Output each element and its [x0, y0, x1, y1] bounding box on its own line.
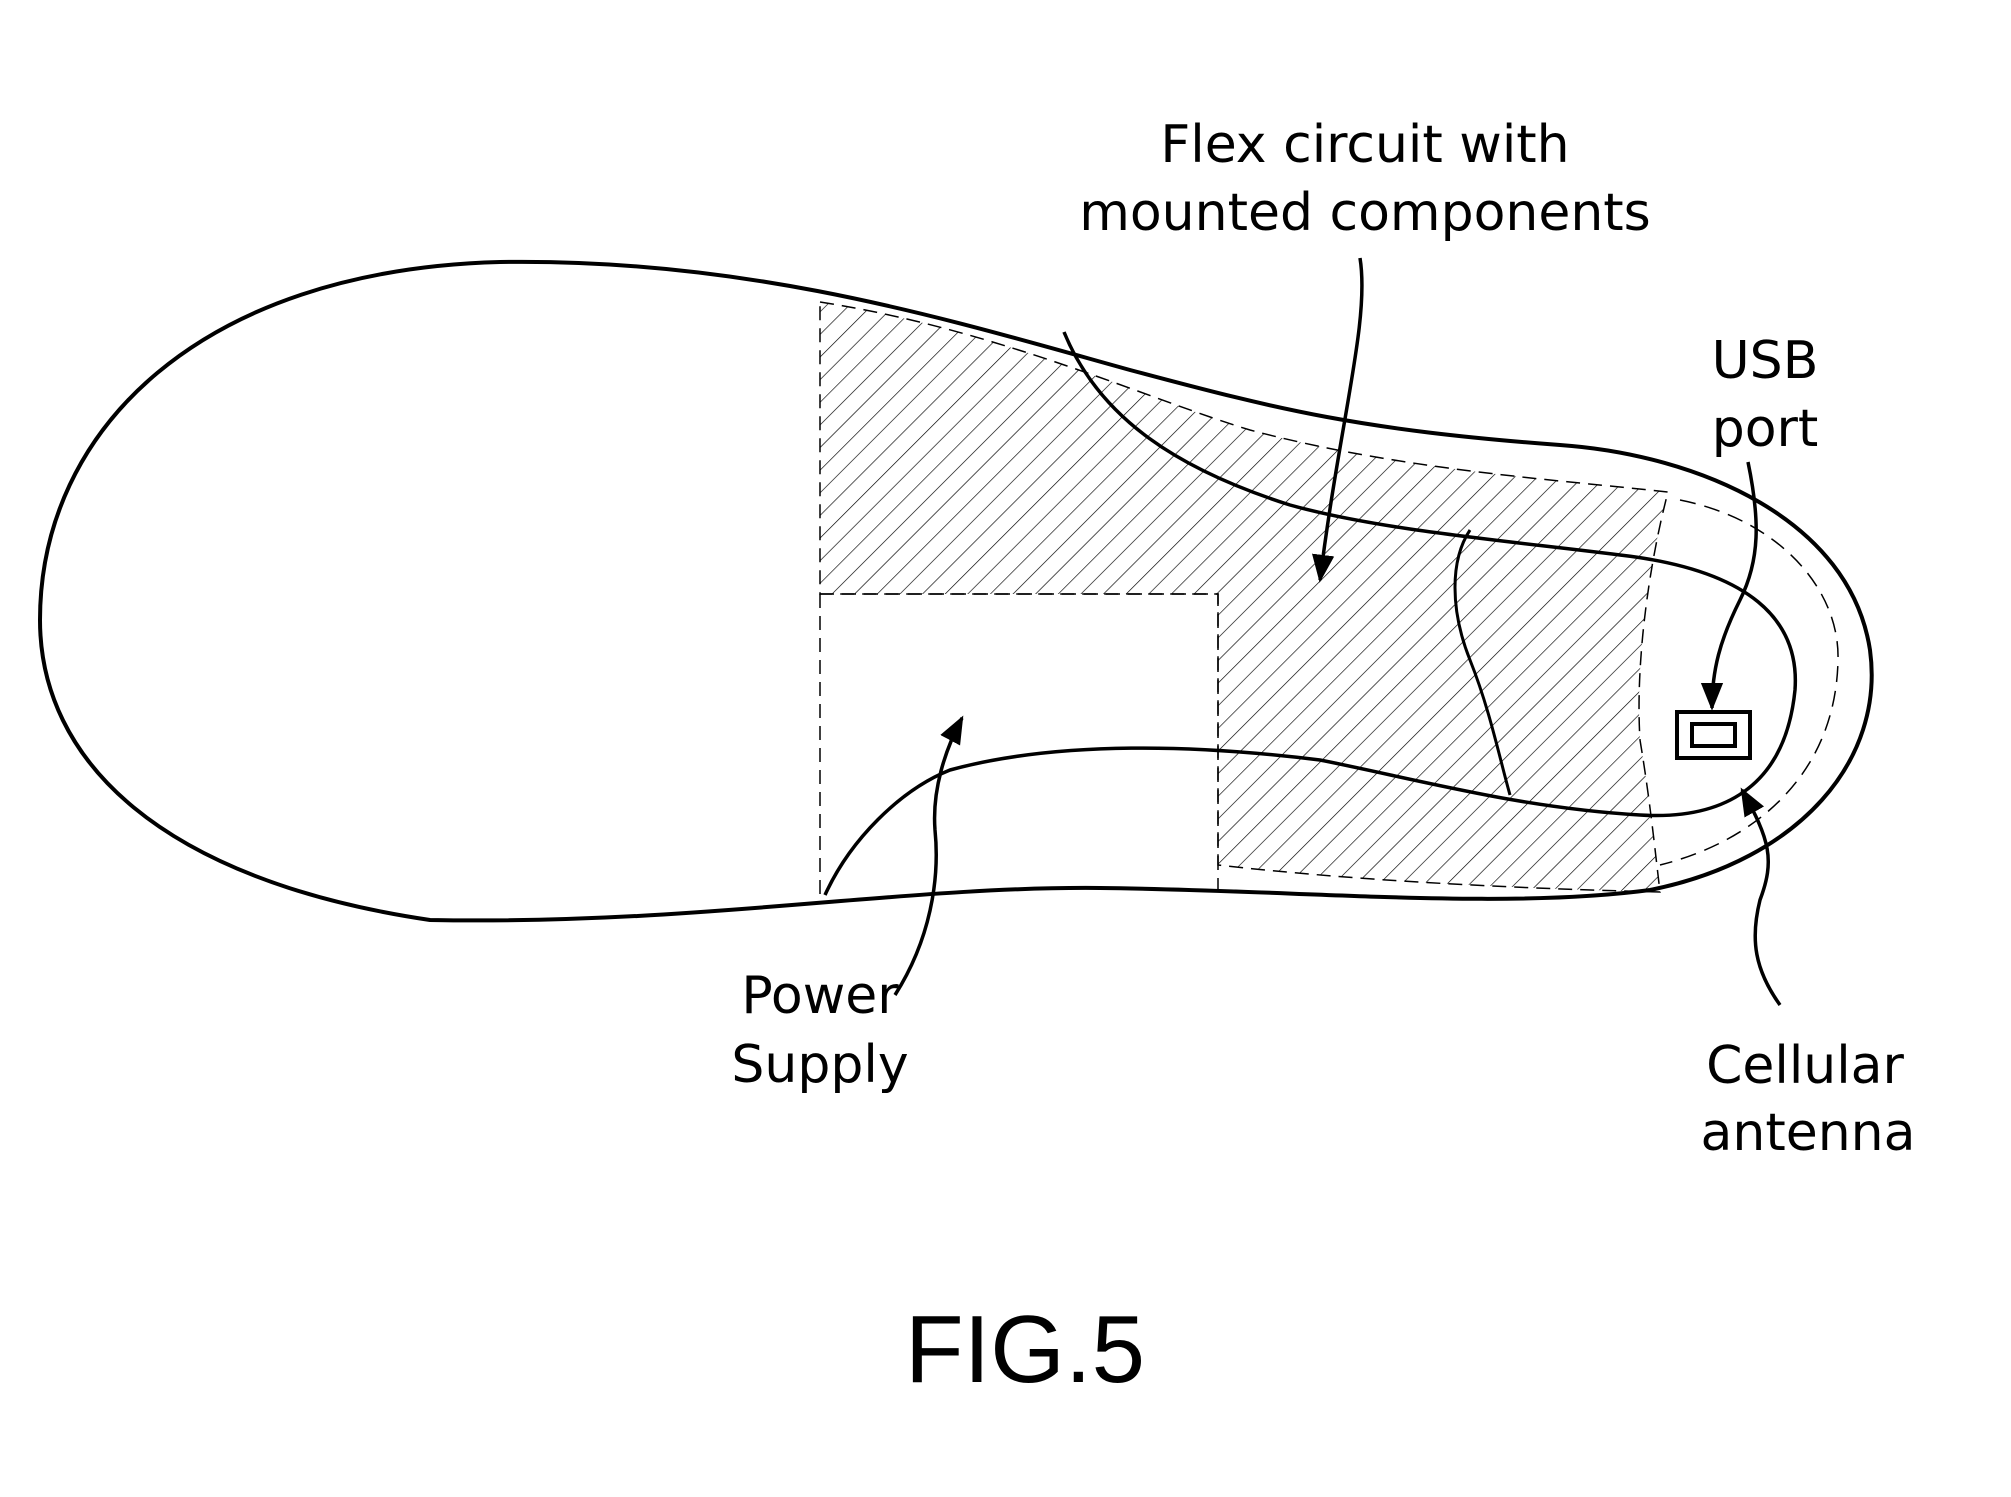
label-usb-line2: port [1712, 399, 1819, 459]
label-cellular-line1: Cellular [1706, 1036, 1904, 1096]
flex-boundary-inner [1453, 529, 1512, 796]
flex-circuit-region [819, 301, 1669, 893]
label-power-line2: Supply [731, 1035, 908, 1095]
power-supply-region [819, 593, 1219, 895]
usb-port-icon [1675, 710, 1752, 760]
label-power-line1: Power [741, 966, 899, 1026]
antenna-track [1659, 499, 1839, 866]
figure-caption: FIG.5 [905, 1296, 1145, 1403]
label-flex-line1: Flex circuit with [1160, 115, 1569, 175]
power-leader-arrow [893, 715, 964, 996]
label-flex-line2: mounted components [1079, 183, 1651, 243]
flex-leader-arrow [1312, 257, 1364, 583]
cellular-leader-arrow [1740, 787, 1782, 1007]
label-cellular-line2: antenna [1701, 1103, 1916, 1163]
usb-leader-arrow [1700, 461, 1758, 711]
insole-outline [37, 259, 1874, 923]
label-usb-line1: USB [1712, 331, 1819, 391]
